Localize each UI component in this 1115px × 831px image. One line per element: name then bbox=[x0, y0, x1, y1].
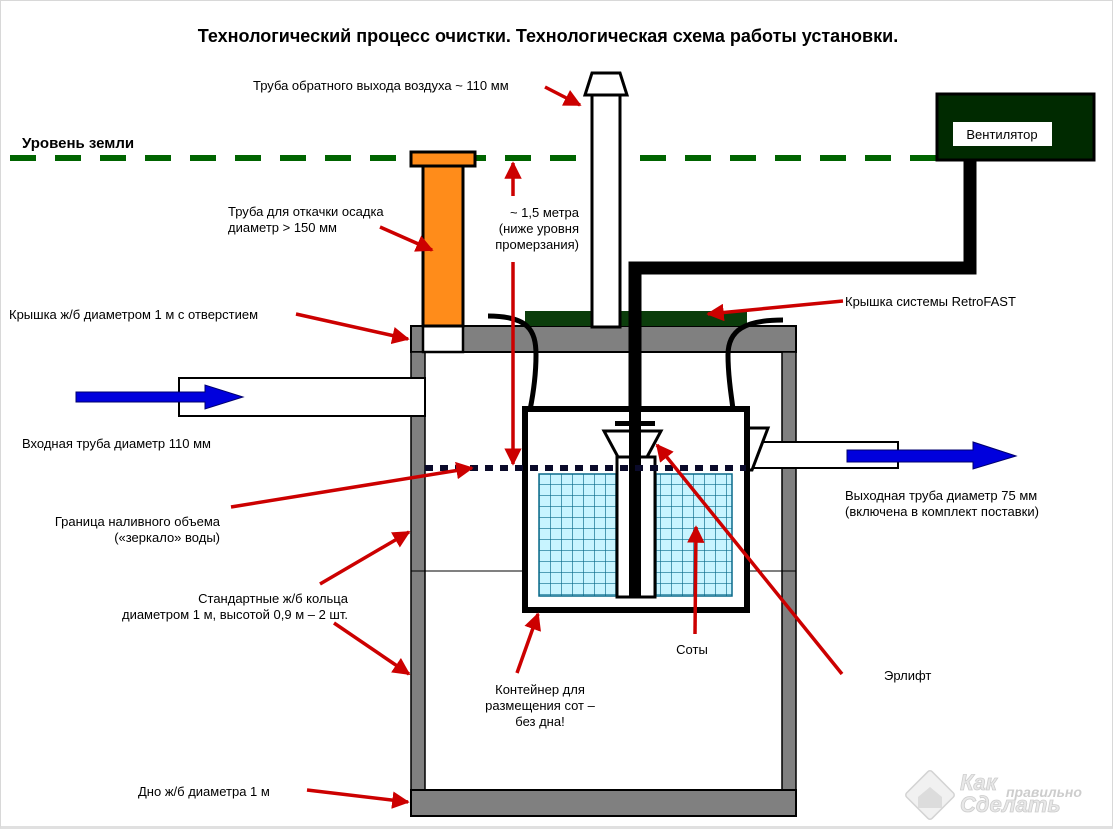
arrow-honeycomb bbox=[687, 525, 705, 635]
label-depth-1: ~ 1,5 метра bbox=[510, 205, 580, 220]
watermark: Как правильно Сделать bbox=[905, 770, 1082, 820]
watermark-line2: правильно bbox=[1006, 784, 1082, 800]
diagram-title: Технологический процесс очистки. Техноло… bbox=[198, 26, 898, 46]
label-bottom: Дно ж/б диаметра 1 м bbox=[138, 784, 270, 799]
outlet-flow-arrow bbox=[846, 441, 1018, 470]
ground-level-label: Уровень земли bbox=[22, 135, 134, 152]
air-return-pipe-cap bbox=[582, 71, 630, 97]
label-water-level-2: («зеркало» воды) bbox=[114, 530, 220, 545]
container-hanger-right bbox=[725, 317, 784, 411]
sludge-pipe bbox=[421, 162, 465, 328]
arrow-concrete-lid bbox=[295, 312, 410, 345]
concrete-bottom bbox=[410, 789, 797, 817]
well-wall-left bbox=[410, 351, 426, 793]
arrow-airlift bbox=[655, 443, 844, 676]
arrow-sludge-pipe bbox=[379, 225, 434, 252]
arrow-bottom bbox=[306, 788, 410, 809]
arrow-water-level bbox=[230, 461, 474, 509]
arrow-ring-lower bbox=[333, 621, 411, 676]
watermark-house-glyph bbox=[918, 787, 942, 808]
sludge-pipe-cap bbox=[409, 150, 477, 168]
label-concrete-lid: Крышка ж/б диаметром 1 м с отверстием bbox=[9, 307, 258, 322]
label-sludge-pipe-1: Труба для откачки осадка bbox=[228, 204, 384, 219]
label-outlet-pipe-1: Выходная труба диаметр 75 мм bbox=[845, 488, 1037, 503]
inlet-flow-arrow bbox=[75, 384, 245, 410]
label-container-2: размещения сот – bbox=[485, 698, 595, 713]
airlift-air-pipe bbox=[629, 270, 641, 597]
label-rings-2: диаметром 1 м, высотой 0,9 м – 2 шт. bbox=[122, 607, 348, 622]
label-honeycomb: Соты bbox=[676, 642, 708, 657]
watermark-line3: Сделать bbox=[960, 792, 1061, 817]
arrow-ring-upper bbox=[319, 530, 411, 586]
callout-arrows bbox=[230, 85, 844, 809]
label-water-level-1: Граница наливного объема bbox=[55, 514, 221, 529]
label-air-return-pipe: Труба обратного выхода воздуха ~ 110 мм bbox=[253, 78, 509, 93]
fan-label-box bbox=[953, 122, 1052, 146]
lid-opening bbox=[421, 324, 465, 354]
watermark-line1: Как bbox=[960, 770, 999, 795]
well-wall-right bbox=[781, 351, 797, 793]
label-container-3: без дна! bbox=[515, 714, 564, 729]
label-rings-1: Стандартные ж/б кольца bbox=[198, 591, 349, 606]
label-inlet-pipe: Входная труба диаметр 110 мм bbox=[22, 436, 211, 451]
arrow-container bbox=[515, 612, 541, 674]
fan-label: Вентилятор bbox=[966, 127, 1037, 142]
honeycomb-block-left bbox=[538, 473, 617, 597]
label-sludge-pipe-2: диаметр > 150 мм bbox=[228, 220, 337, 235]
label-retrofast-lid: Крышка системы RetroFAST bbox=[845, 294, 1016, 309]
arrow-air-return bbox=[544, 85, 582, 107]
label-container-1: Контейнер для bbox=[495, 682, 585, 697]
label-airlift: Эрлифт bbox=[884, 668, 931, 683]
arrow-retrofast-lid bbox=[706, 299, 844, 322]
label-depth-2: (ниже уровня bbox=[499, 221, 579, 236]
label-depth-3: промерзания) bbox=[495, 237, 579, 252]
label-outlet-pipe-2: (включена в комплект поставки) bbox=[845, 504, 1039, 519]
air-return-pipe bbox=[590, 93, 622, 329]
